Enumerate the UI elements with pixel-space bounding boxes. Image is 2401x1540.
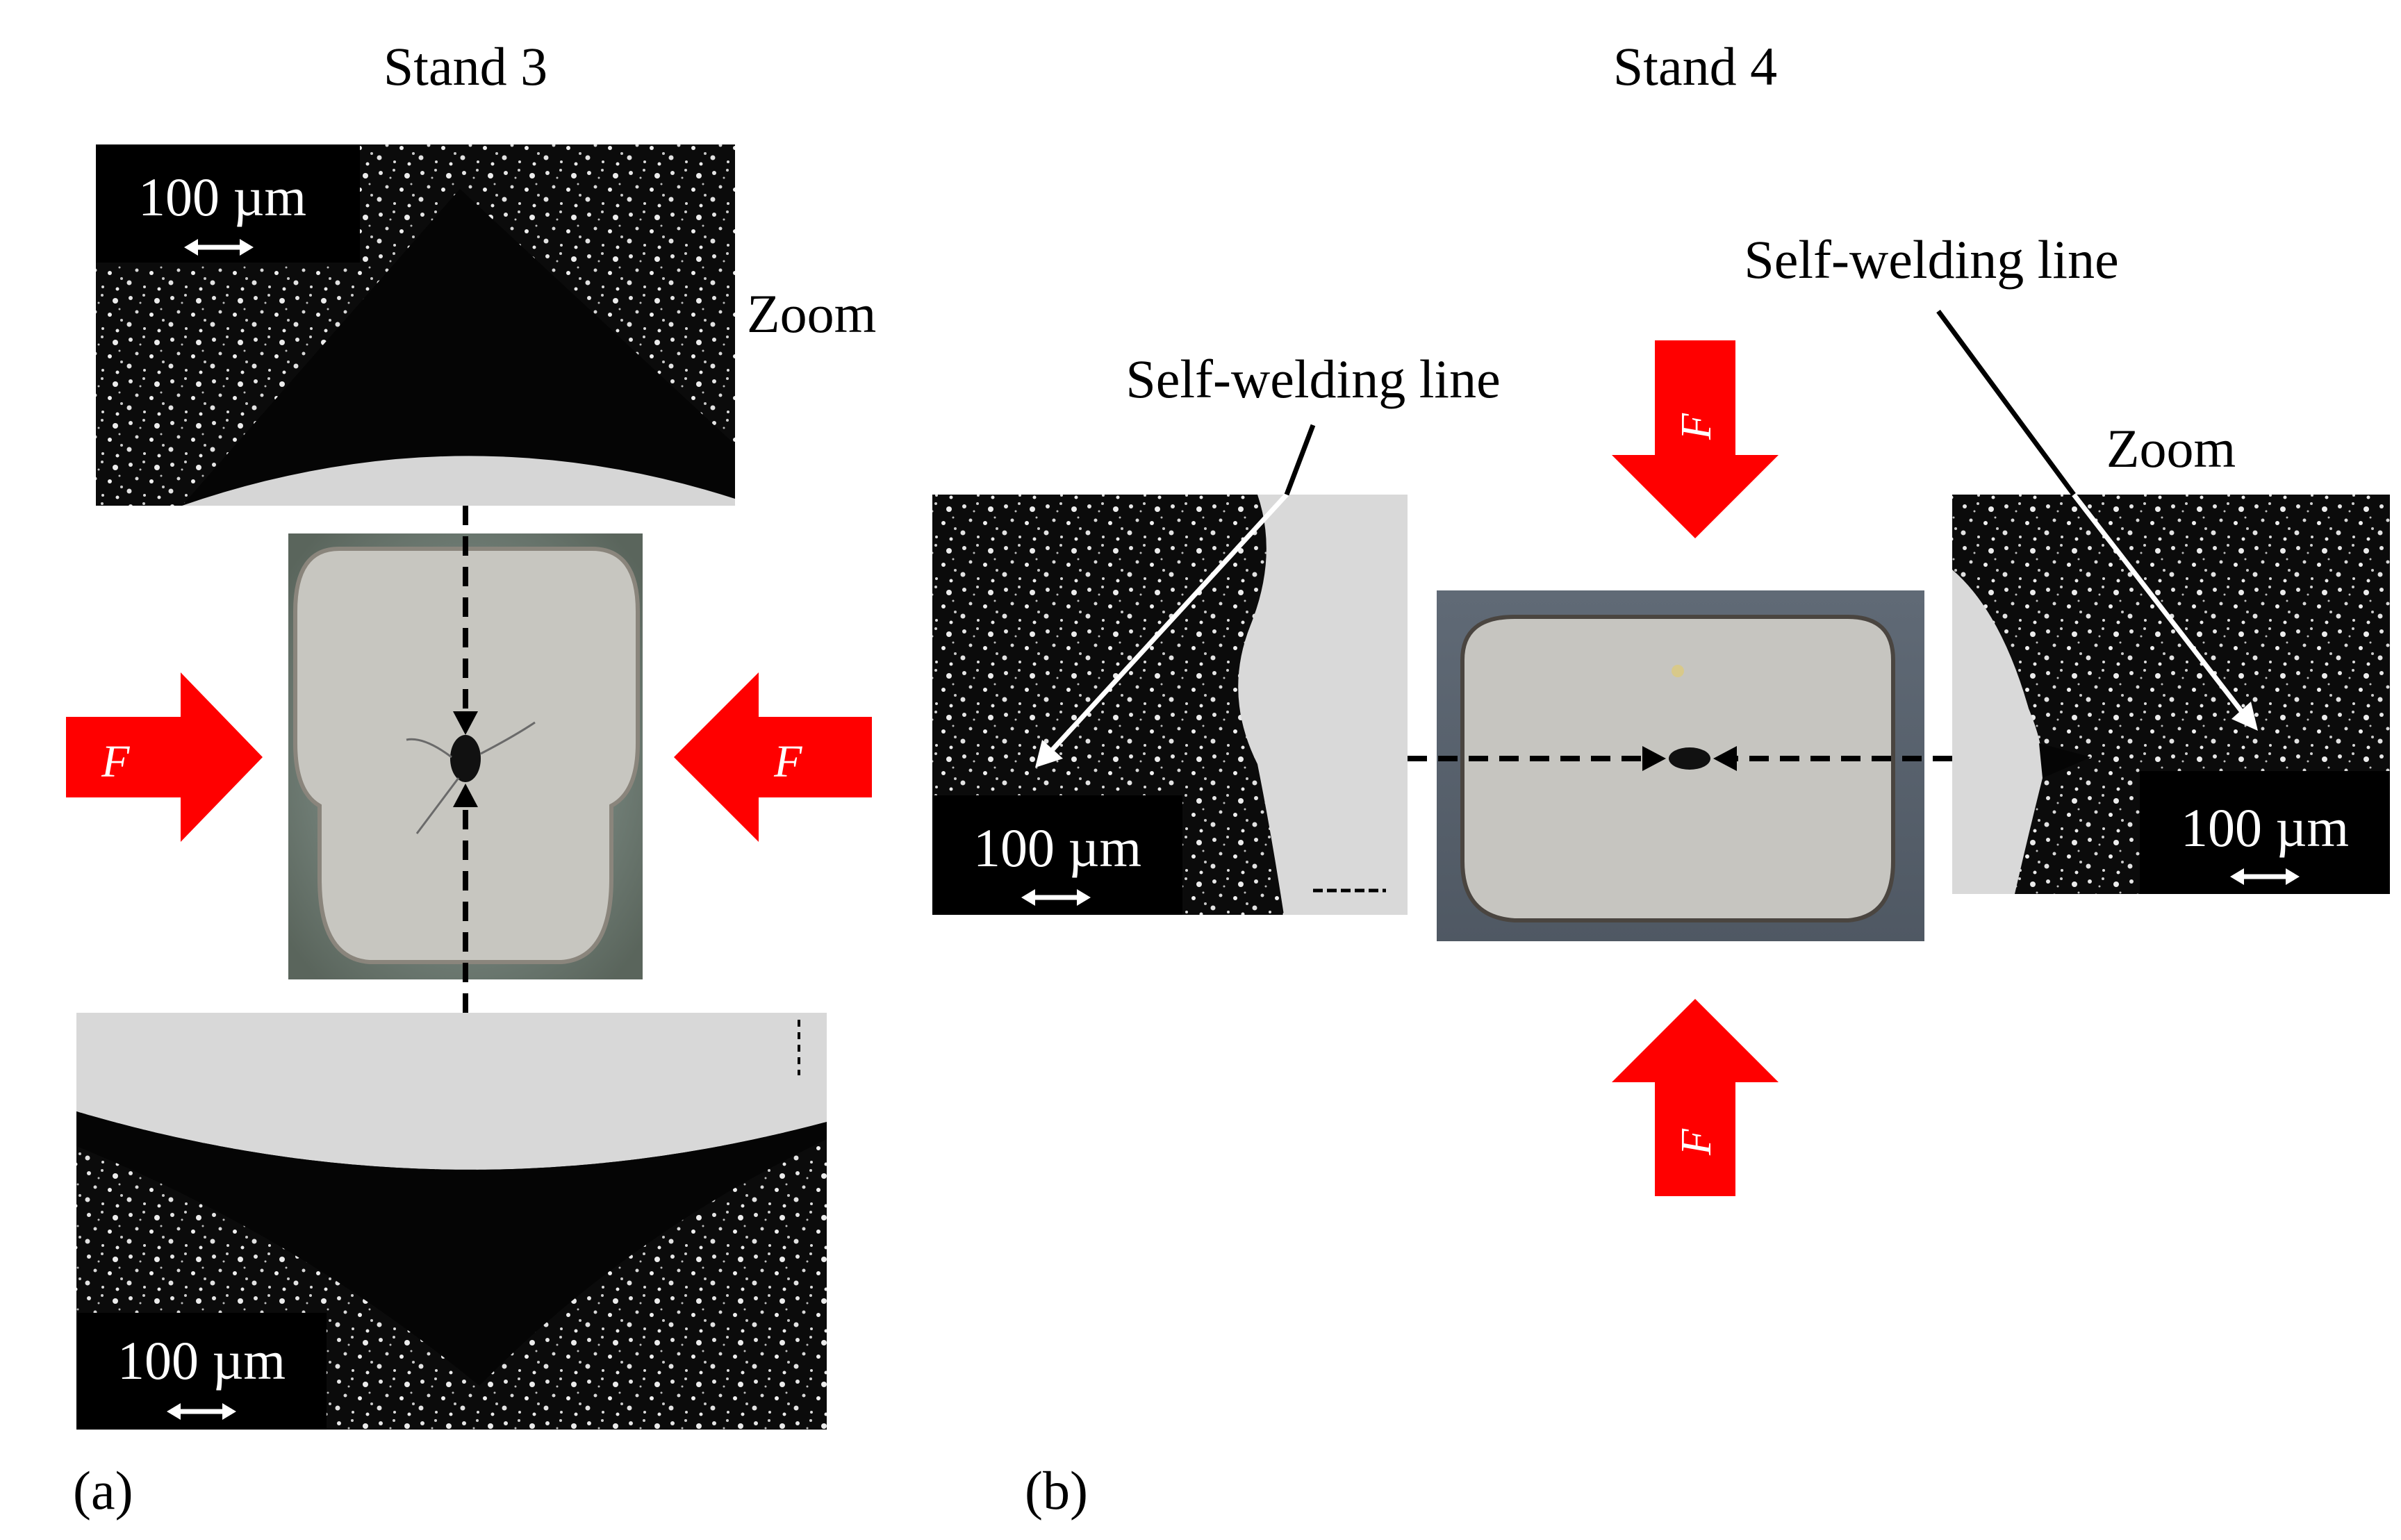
panel-a-title: Stand 3 (383, 36, 547, 97)
scale-bar-label-left-b: 100 µm (973, 818, 1141, 878)
scale-bar-arrow-bottom (167, 1403, 236, 1420)
panel-a-bottom-micrograph: 100 µm (76, 1013, 827, 1430)
weld-line-pointer-left (1284, 424, 1316, 496)
force-arrow-left-a: F⃗ (66, 672, 263, 842)
panel-a-top-micrograph: 100 µm (96, 144, 735, 506)
center-void-a (450, 735, 481, 782)
dashed-pointer-a-up (453, 784, 478, 1013)
force-label-right-a: F⃗ (773, 736, 838, 787)
weld-line-label-left: Self-welding line (1125, 349, 1500, 409)
weld-line-pointer-right (1936, 309, 2076, 497)
panel-a: Stand 3 100 µm Zoom (66, 36, 876, 1521)
scale-bar-label-top: 100 µm (138, 167, 306, 227)
force-arrow-right-a: F⃗ (674, 672, 872, 842)
scale-bar-arrow-top (184, 239, 254, 256)
panel-b: Stand 4 100 µm Self-welding line (932, 36, 2390, 1521)
scale-bar-label-bottom: 100 µm (117, 1330, 286, 1391)
dashed-pointer-a-down (453, 506, 478, 735)
zoom-label-a: Zoom (747, 283, 876, 344)
force-label-bottom-b: F⃗ (1673, 1095, 1720, 1156)
panel-b-title: Stand 4 (1613, 36, 1777, 97)
dashed-pointer-b-right (1408, 746, 1666, 771)
panel-b-sample (1437, 590, 1924, 941)
dashed-pointer-b-left (1713, 746, 1952, 771)
panel-b-left-micrograph: 100 µm (932, 492, 1408, 915)
scale-bar-label-right-b: 100 µm (2181, 797, 2349, 858)
weld-line-label-right: Self-welding line (1744, 229, 2118, 290)
scale-bar-arrow-right-b (2230, 868, 2300, 885)
zoom-label-b: Zoom (2106, 418, 2236, 479)
force-label-top-b: F⃗ (1673, 380, 1720, 440)
scale-bar-arrow-left-b (1021, 889, 1091, 906)
panel-b-right-micrograph: 100 µm (1952, 492, 2390, 894)
force-arrow-top-b: F⃗ (1612, 340, 1779, 538)
panel-label-b: (b) (1025, 1460, 1088, 1521)
force-label-left-a: F⃗ (101, 736, 165, 787)
panel-label-a: (a) (73, 1460, 133, 1521)
force-arrow-bottom-b: F⃗ (1612, 999, 1779, 1196)
center-void-b (1669, 747, 1710, 770)
